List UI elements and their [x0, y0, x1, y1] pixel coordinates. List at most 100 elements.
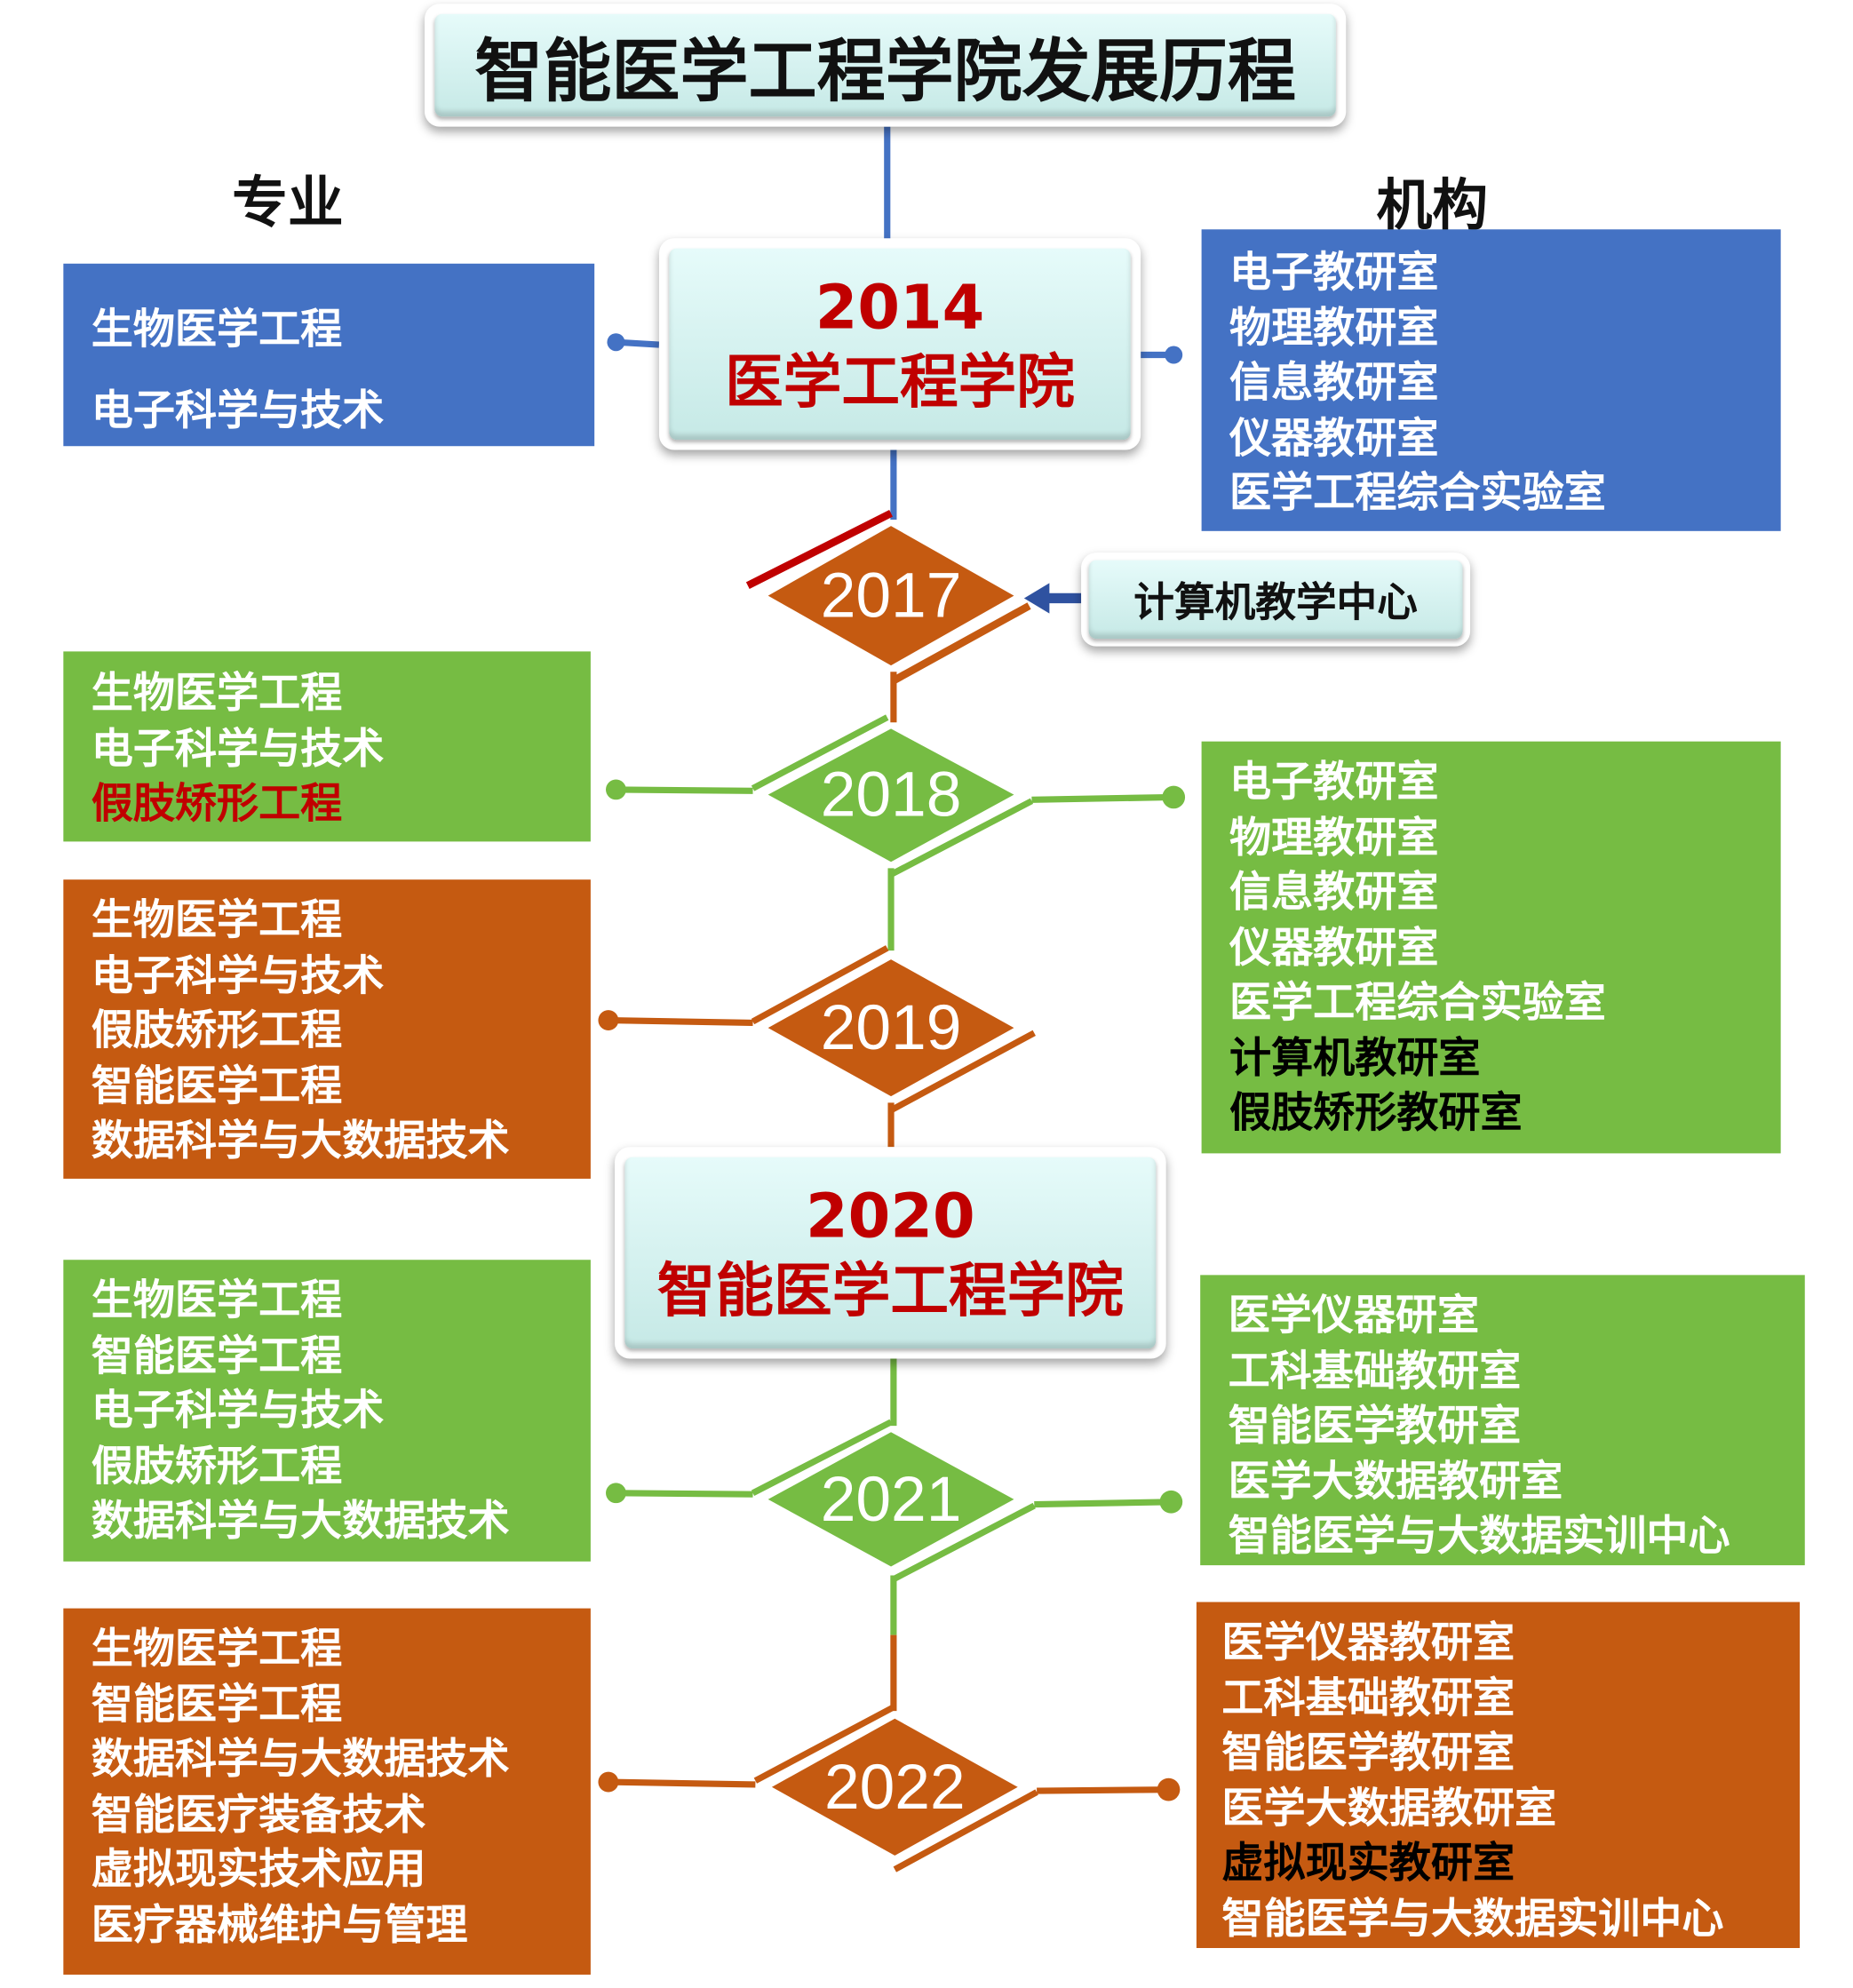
institutions-2014: 电子教研室 物理教研室 信息教研室 仪器教研室 医学工程综合实验室 [1201, 229, 1781, 531]
institution-item: 仪器教研室 [1229, 921, 1439, 972]
milestone-name: 医学工程学院 [725, 346, 1075, 416]
major-item: 生物医学工程 [91, 1275, 343, 1325]
connector-line [616, 1490, 753, 1498]
major-item: 智能医学工程 [91, 1678, 343, 1729]
institution-item: 医学大数据教研室 [1228, 1455, 1563, 1506]
major-item: 生物医学工程 [91, 304, 343, 354]
accent-line [751, 945, 889, 1025]
institution-item: 工科基础教研室 [1221, 1672, 1515, 1722]
institutions-2022: 医学仪器教研室 工科基础教研室 智能医学教研室 医学大数据教研室 虚拟现实教研室… [1196, 1602, 1801, 1948]
institution-item: 智能医学与大数据实训中心 [1228, 1510, 1730, 1561]
institutions-2018: 电子教研室 物理教研室 信息教研室 仪器教研室 医学工程综合实验室 计算机教研室… [1201, 741, 1781, 1154]
major-item: 假肢矫形工程 [91, 1440, 343, 1491]
major-item: 智能医学工程 [91, 1330, 343, 1380]
major-item: 智能医疗装备技术 [91, 1788, 426, 1839]
major-item: 电子科学与技术 [91, 950, 385, 1000]
major-item: 生物医学工程 [91, 667, 343, 718]
connector-line [1031, 793, 1174, 803]
accent-line [893, 1789, 1038, 1873]
milestone-2014-card: 2014 医学工程学院 [658, 238, 1141, 450]
major-item: 电子科学与技术 [91, 1385, 385, 1435]
major-item: 智能医学工程 [91, 1060, 343, 1110]
institution-item: 智能医学与大数据实训中心 [1221, 1892, 1724, 1943]
institution-item: 医学工程综合实验室 [1229, 977, 1606, 1027]
major-item: 医疗器械维护与管理 [91, 1899, 468, 1949]
institution-item: 医学仪器教研室 [1221, 1617, 1515, 1667]
institution-item: 物理教研室 [1229, 302, 1439, 352]
milestone-year: 2014 [815, 272, 985, 343]
year-diamond-2021 [767, 1432, 1014, 1567]
institution-item: 医学工程综合实验室 [1229, 467, 1606, 518]
connector-dot [607, 333, 625, 352]
institution-item-new: 假肢矫形教研室 [1229, 1087, 1523, 1137]
majors-2022: 生物医学工程 智能医学工程 数据科学与大数据技术 智能医疗装备技术 虚拟现实技术… [63, 1608, 591, 1975]
majors-2014: 生物医学工程 电子科学与技术 [63, 263, 595, 447]
institution-item: 智能医学教研室 [1221, 1727, 1515, 1777]
connector-dot [1159, 1490, 1183, 1514]
accent-line [889, 1030, 1036, 1114]
year-label-2022: 2022 [824, 1752, 966, 1823]
institution-item: 智能医学教研室 [1228, 1400, 1522, 1451]
page-title: 智能医学工程学院发展历程 [474, 31, 1296, 112]
accent-line [889, 798, 1034, 878]
year-diamond-2017 [767, 526, 1014, 666]
institution-item: 信息教研室 [1229, 357, 1439, 408]
major-item-new: 假肢矫形工程 [91, 778, 343, 828]
major-item: 电子科学与技术 [91, 722, 385, 773]
major-item: 数据科学与大数据技术 [91, 1495, 510, 1546]
title-card: 智能医学工程学院发展历程 [424, 4, 1347, 127]
connector-line [1034, 1499, 1172, 1508]
connector-dot [1165, 346, 1183, 364]
milestone-name: 智能医学工程学院 [656, 1255, 1124, 1324]
accent-line [745, 510, 893, 590]
institution-item: 工科基础教研室 [1228, 1345, 1522, 1396]
connector-line [1037, 1786, 1169, 1794]
connector-dot [1157, 1777, 1181, 1801]
accent-line [751, 714, 889, 791]
year-diamond-2022 [771, 1718, 1018, 1856]
institution-item: 信息教研室 [1229, 866, 1439, 917]
connector-line [608, 1778, 756, 1788]
year-label-2021: 2021 [821, 1464, 962, 1535]
institutions-2021: 医学仪器研室 工科基础教研室 智能医学教研室 医学大数据教研室 智能医学与大数据… [1200, 1275, 1805, 1566]
major-item: 电子科学与技术 [91, 385, 385, 435]
accent-line [751, 1419, 893, 1496]
institution-item: 仪器教研室 [1229, 412, 1439, 463]
year-label-2017: 2017 [821, 561, 962, 632]
majors-2018: 生物医学工程 电子科学与技术 假肢矫形工程 [63, 651, 591, 842]
connector-dot [598, 1771, 619, 1793]
milestone-2020-card: 2020 智能医学工程学院 [614, 1147, 1166, 1359]
connector-line [616, 786, 753, 794]
major-item: 数据科学与大数据技术 [91, 1733, 510, 1784]
year-label-2019: 2019 [821, 992, 962, 1063]
institution-item: 电子教研室 [1229, 756, 1439, 807]
major-item: 生物医学工程 [91, 895, 343, 944]
institution-item-new: 虚拟现实教研室 [1221, 1837, 1515, 1888]
year-label-2018: 2018 [821, 759, 962, 831]
arrow-left-icon [1023, 583, 1050, 614]
majors-header: 专业 [232, 171, 344, 236]
institution-item: 物理教研室 [1229, 811, 1439, 862]
majors-2021: 生物医学工程 智能医学工程 电子科学与技术 假肢矫形工程 数据科学与大数据技术 [63, 1260, 591, 1562]
institution-item: 电子教研室 [1229, 247, 1439, 297]
institution-item-new: 计算机教研室 [1229, 1032, 1481, 1082]
major-item: 数据科学与大数据技术 [91, 1115, 510, 1165]
year-diamond-2018 [767, 728, 1014, 863]
accent-line [753, 1704, 895, 1784]
connector-line [608, 1017, 753, 1026]
computer-center-card: 计算机教学中心 [1081, 553, 1471, 647]
major-item: 生物医学工程 [91, 1623, 343, 1674]
institution-item: 医学大数据教研室 [1221, 1782, 1557, 1833]
institutions-header: 机构 [1376, 173, 1489, 239]
connector-dot [606, 779, 626, 800]
connector-dot [598, 1010, 619, 1030]
majors-2019: 生物医学工程 电子科学与技术 假肢矫形工程 智能医学工程 数据科学与大数据技术 [63, 879, 591, 1179]
accent-line [891, 602, 1031, 684]
connector-dot [1162, 785, 1186, 809]
institution-item: 医学仪器研室 [1228, 1290, 1480, 1340]
major-item: 虚拟现实技术应用 [91, 1843, 426, 1894]
connector-dot [606, 1483, 626, 1504]
computer-center-label: 计算机教学中心 [1133, 577, 1418, 626]
